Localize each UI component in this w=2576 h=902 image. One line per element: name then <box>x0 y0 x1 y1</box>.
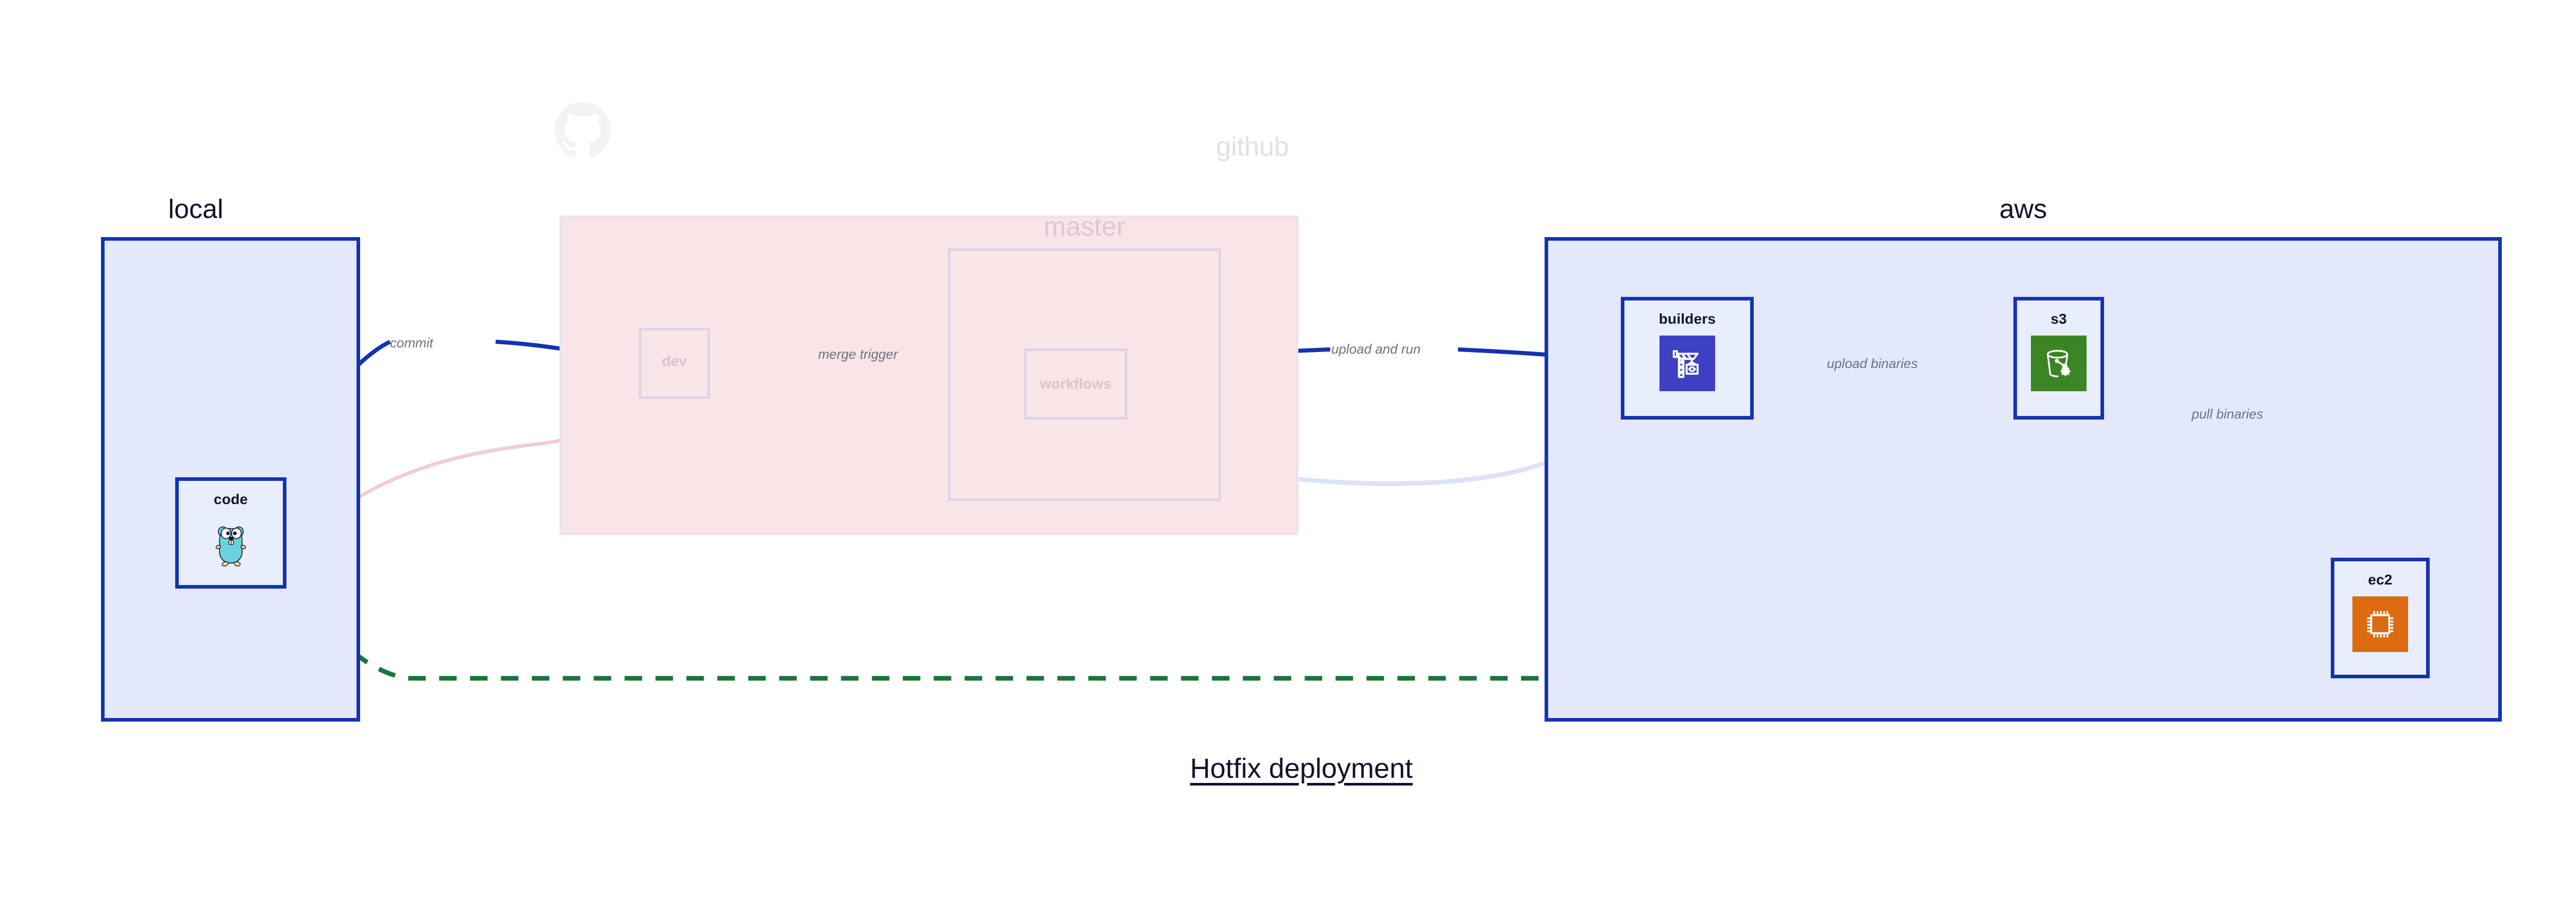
node-workflows[interactable]: workflows <box>1024 348 1127 420</box>
cpu-chip-icon <box>2352 596 2408 652</box>
cluster-label-github: github <box>1216 132 1289 162</box>
node-label-dev: dev <box>662 353 687 369</box>
node-label-code: code <box>213 491 248 507</box>
cluster-label-aws: aws <box>1999 194 2047 224</box>
node-label-builders: builders <box>1658 311 1716 327</box>
bucket-snowflake-icon <box>2031 336 2087 391</box>
node-label-s3: s3 <box>2050 311 2067 327</box>
node-builders[interactable]: builders <box>1621 297 1754 420</box>
edge-label-merge-trigger: merge trigger <box>818 346 898 362</box>
node-code[interactable]: code <box>175 477 286 589</box>
node-label-ec2: ec2 <box>2368 572 2393 588</box>
edge-label-upload-binaries: upload binaries <box>1827 356 1918 371</box>
node-ec2[interactable]: ec2 <box>2331 558 2430 678</box>
cluster-master[interactable] <box>948 248 1221 501</box>
cluster-label-master: master <box>1043 212 1126 242</box>
node-s3[interactable]: s3 <box>2013 297 2104 420</box>
edge-label-pull-binaries: pull binaries <box>2192 406 2263 422</box>
cluster-label-local: local <box>168 194 224 224</box>
gopher-icon <box>203 516 259 572</box>
github-octocat-icon <box>554 102 611 159</box>
cluster-github[interactable] <box>560 215 1298 535</box>
edge-label-commit: commit <box>390 335 433 350</box>
diagram-title: Hotfix deployment <box>1190 753 1413 784</box>
node-dev[interactable]: dev <box>639 328 710 399</box>
edge-label-upload-and-run: upload and run <box>1331 341 1421 357</box>
node-label-workflows: workflows <box>1040 376 1112 392</box>
crane-code-icon <box>1659 336 1715 391</box>
